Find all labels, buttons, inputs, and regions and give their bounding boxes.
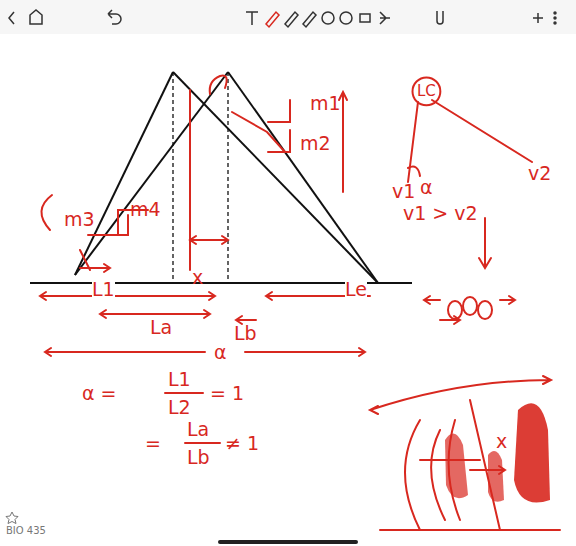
mass-label: m2	[300, 134, 331, 153]
length-label: Lb	[234, 324, 257, 343]
equation-text: = 1	[210, 384, 244, 403]
equation-text: ≠ 1	[225, 434, 259, 453]
fraction-denominator: L2	[168, 398, 191, 417]
course-code: BIO 435	[6, 526, 46, 536]
equation-text: =	[145, 434, 161, 453]
fraction-denominator: Lb	[187, 448, 210, 467]
angle-label: α	[420, 178, 433, 197]
angle-label: α	[214, 343, 227, 362]
velocity-label: v1	[392, 182, 415, 201]
equation-text: α =	[82, 384, 116, 403]
distance-label: x	[192, 268, 203, 287]
fraction-numerator: L1	[168, 370, 191, 389]
toolbar	[0, 0, 576, 34]
distance-label: x	[496, 432, 507, 451]
mass-label: m4	[130, 200, 161, 219]
hatched-blobs	[445, 403, 550, 502]
node-text: LC	[417, 84, 436, 99]
length-label: L1	[92, 280, 115, 299]
mass-label: m3	[64, 210, 95, 229]
velocity-label: v2	[528, 164, 551, 183]
home-indicator	[218, 540, 358, 544]
star-icon	[6, 512, 18, 524]
circled-label: LC	[411, 76, 442, 107]
mass-label: m1	[310, 94, 341, 113]
triangles	[30, 72, 412, 283]
toolbar-icons	[9, 10, 556, 27]
inequality-text: v1 > v2	[403, 204, 478, 223]
length-label: La	[150, 318, 172, 337]
length-label: Le	[345, 280, 367, 299]
red-annotations	[40, 76, 560, 531]
dashed-verticals	[173, 72, 228, 283]
fraction-numerator: La	[187, 420, 209, 439]
